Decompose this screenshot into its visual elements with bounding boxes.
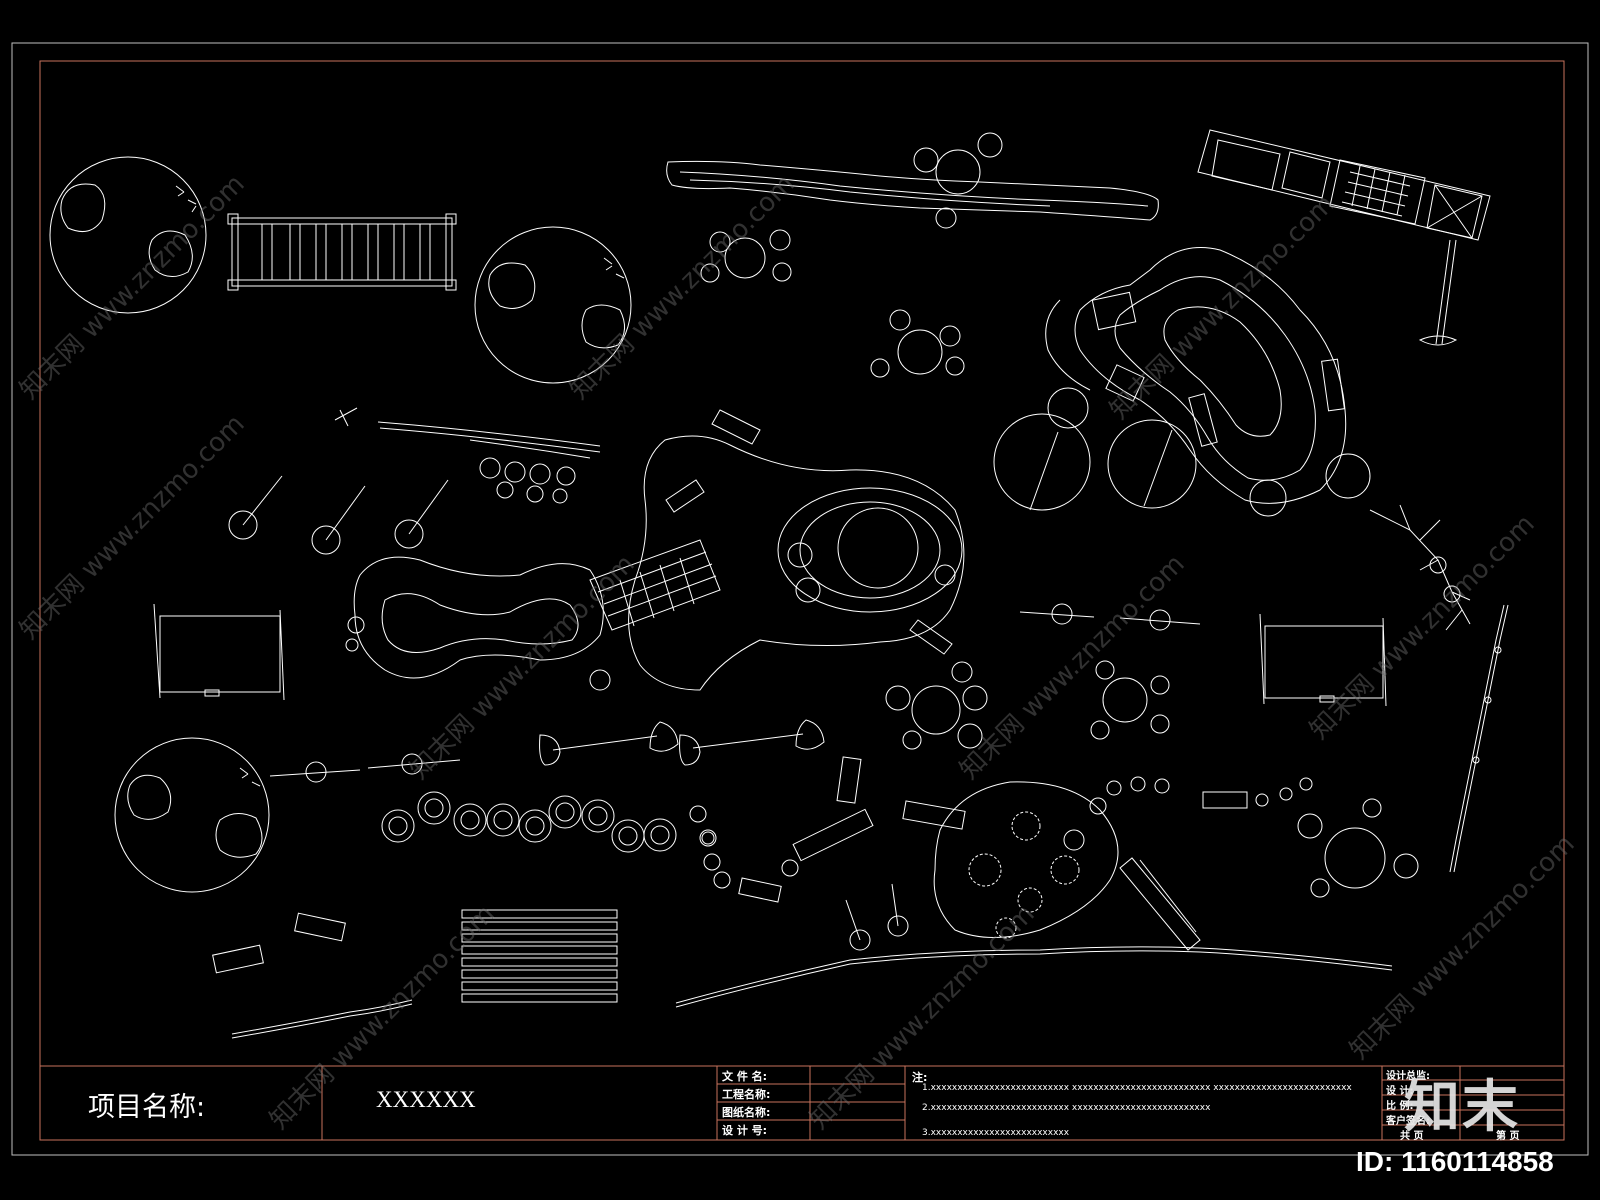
play-zone-bottom <box>689 776 1313 951</box>
outer-frame <box>11 42 1589 1156</box>
bead-rows <box>334 407 601 504</box>
tire-rings <box>381 791 677 853</box>
round-table-set-1 <box>1090 660 1170 740</box>
designer-label: 设 计: <box>1386 1086 1414 1097</box>
note-line-2: 2.xxxxxxxxxxxxxxxxxxxxxxxxxx xxxxxxxxxxx… <box>922 1103 1211 1113</box>
branch-sculpture <box>1369 504 1509 873</box>
client-signature-label: 客户签名: <box>1386 1116 1430 1127</box>
tunnel-left <box>153 603 285 701</box>
stone-cluster-1 <box>700 229 792 283</box>
sheet-total-label: 共 页 <box>1400 1131 1424 1142</box>
tunnel-right <box>1259 613 1387 707</box>
note-line-1: 1.xxxxxxxxxxxxxxxxxxxxxxxxxx xxxxxxxxxxx… <box>922 1083 1352 1093</box>
round-table-set-3 <box>1297 798 1419 898</box>
title-block <box>40 1065 1564 1140</box>
wooden-deck <box>461 909 618 1003</box>
log-bridge <box>666 132 1159 229</box>
drawing-name-label: 图纸名称: <box>722 1106 771 1119</box>
lamp-posts <box>228 475 909 951</box>
climbing-net-ladder <box>1197 129 1491 346</box>
central-play-area <box>628 409 973 691</box>
round-table-set-2 <box>885 685 988 750</box>
scale-label: 比 例: <box>1386 1101 1414 1112</box>
image-id: ID: 1160114858 <box>1356 1146 1554 1177</box>
project-title-label: 工程名称: <box>722 1088 771 1101</box>
pond-path <box>993 247 1371 517</box>
curvy-sandpit <box>345 539 721 691</box>
note-line-3: 3.xxxxxxxxxxxxxxxxxxxxxxxxxx <box>922 1128 1070 1138</box>
sheet-number-label: 第 页 <box>1496 1131 1520 1142</box>
seesaws <box>269 603 1201 783</box>
round-planter-1 <box>49 156 207 314</box>
bench-rack-1 <box>227 213 457 291</box>
design-director-label: 设计总监: <box>1386 1071 1430 1082</box>
design-number-label: 设 计 号: <box>722 1124 768 1137</box>
notes-label: 注: <box>912 1071 928 1084</box>
round-planter-3 <box>114 737 270 893</box>
small-capsules <box>212 756 1248 974</box>
winding-rail <box>231 946 1393 1039</box>
brand-logo: 知末 <box>1404 1075 1520 1140</box>
project-name-value: XXXXXX <box>376 1087 476 1112</box>
stone-cluster-2 <box>870 309 965 378</box>
round-planter-2 <box>474 226 632 384</box>
inner-frame <box>39 60 1565 1141</box>
file-name-label: 文 件 名: <box>722 1070 768 1083</box>
project-name-label: 项目名称: <box>88 1092 206 1123</box>
